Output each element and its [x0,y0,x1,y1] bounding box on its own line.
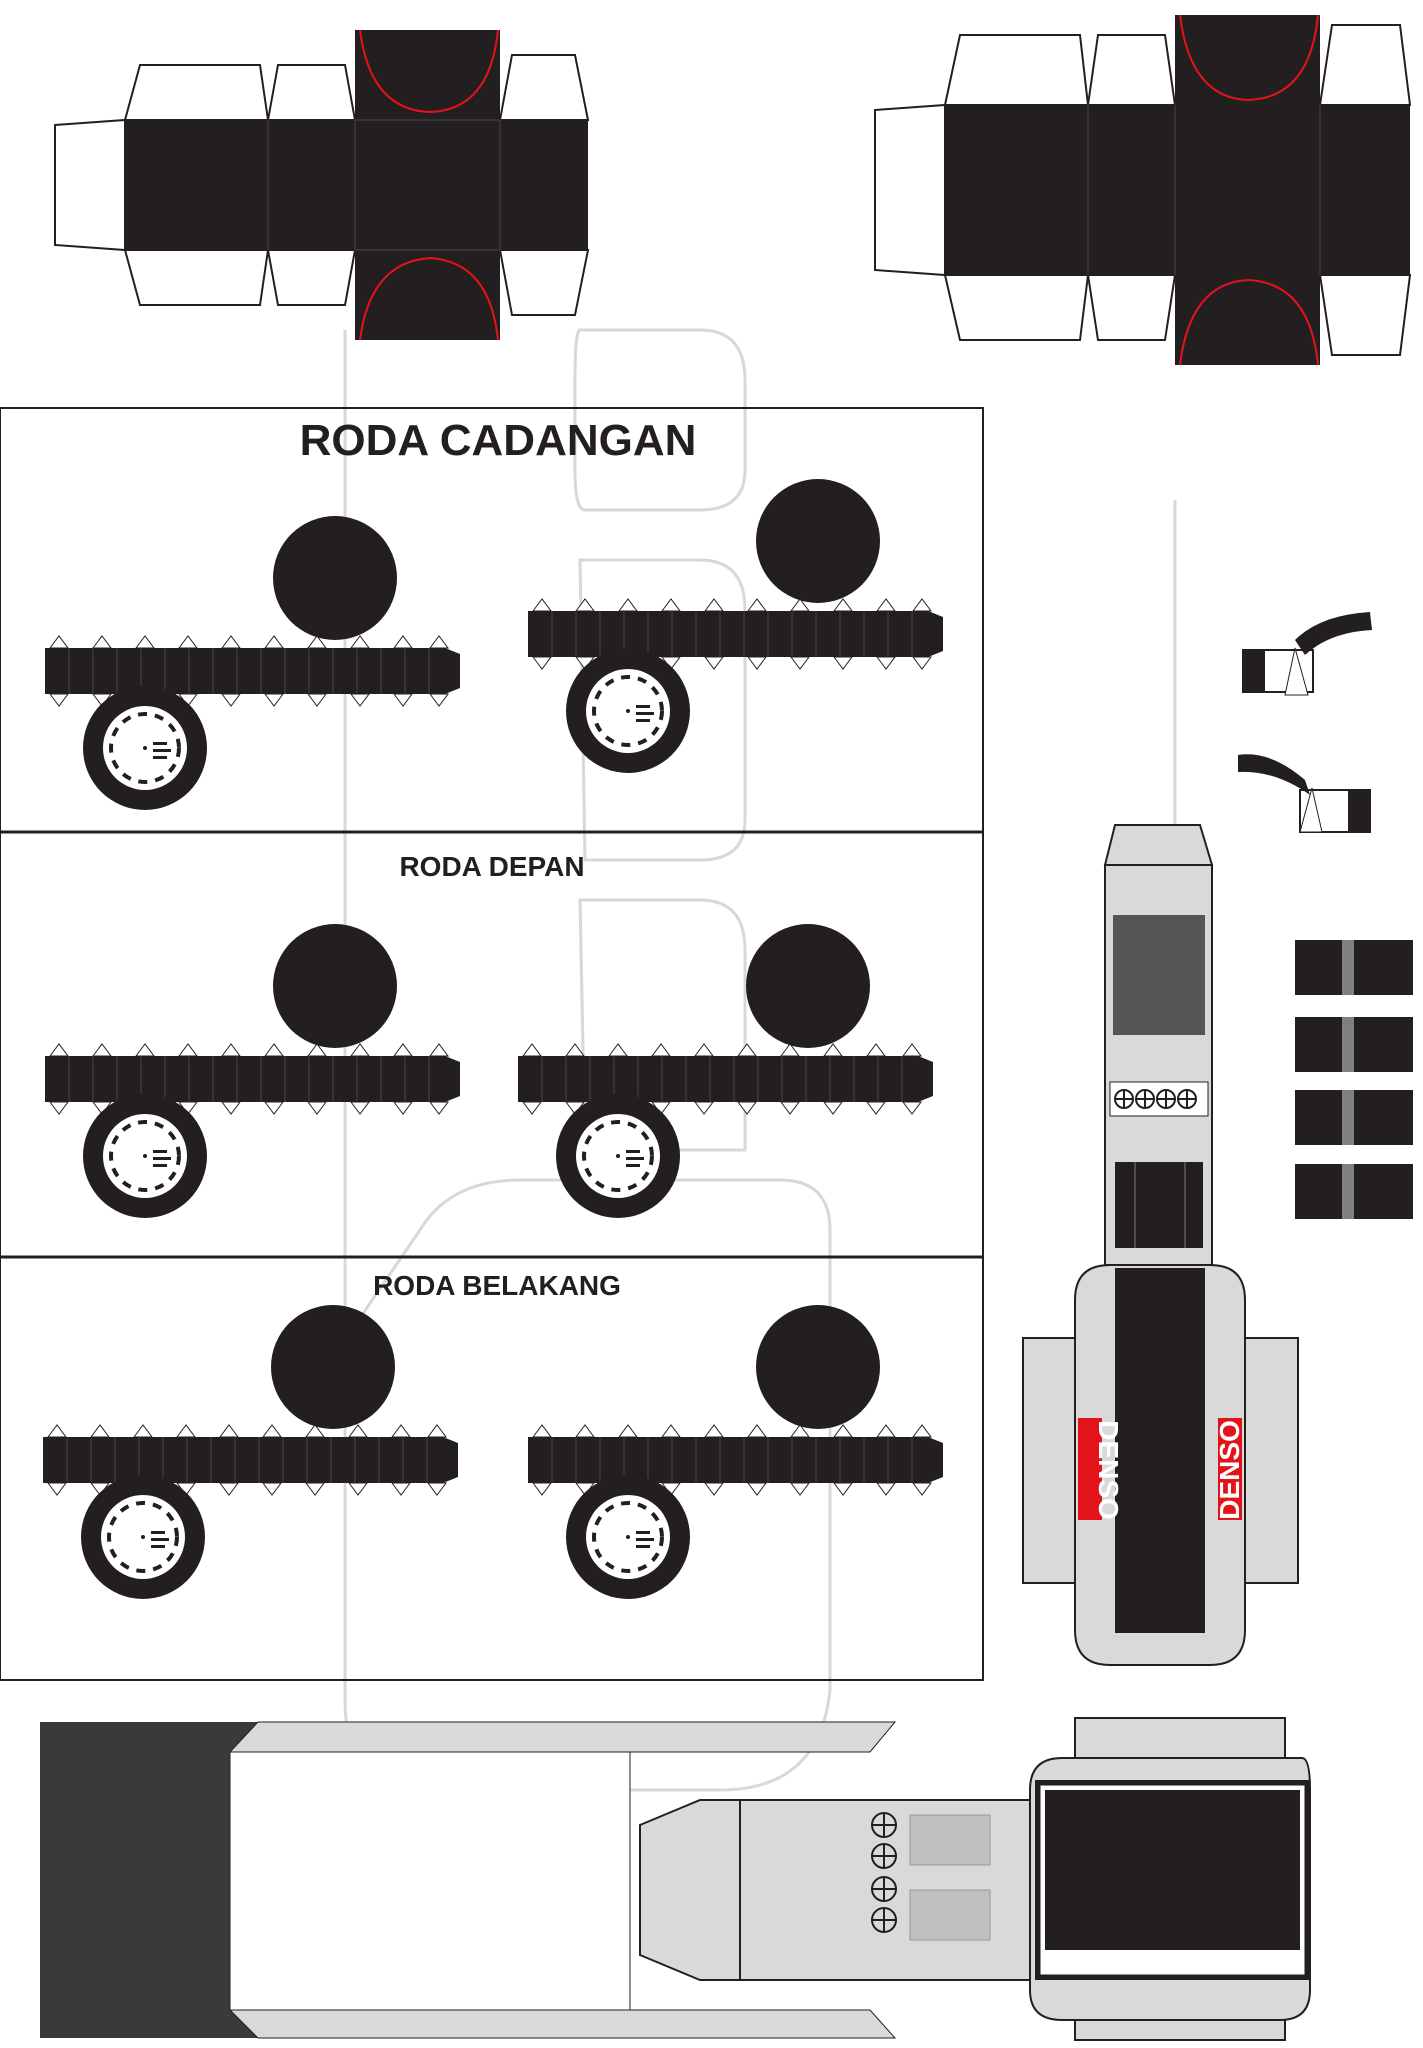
cab-net-left-flap-bottom-3 [498,249,590,316]
cab-net-left-flap-top-2 [266,64,357,121]
front-wheel-kit-1 [43,922,462,1220]
section-title-spare-wheel: RODA CADANGAN [300,416,697,465]
denso-label-left: DENSO [1093,1420,1124,1520]
cab-net-right-red-curve-bottom [1179,278,1319,366]
denso-label-right: DENSO [1214,1420,1245,1520]
chassis-screen [1113,915,1205,1035]
bumper-block-4 [1295,1164,1413,1219]
spare-wheel-kit-2 [526,477,945,775]
section-title-rear-wheel: RODA BELAKANG [373,1270,621,1301]
cab-net-left-flap-top-3 [498,54,590,121]
wheel-panel-border [0,407,984,1681]
cab-net-right-flap-top-2 [1086,34,1177,106]
mirror-part-2 [1238,754,1371,833]
cab-net-right [874,14,1412,366]
cab-net-right-flap-end [874,103,946,277]
cab-net-left-red-curve-top [359,29,499,114]
bumper-block-1 [1295,940,1413,995]
cab-net-right-flap-bottom-3 [1318,274,1412,356]
wheel-panel: RODA CADANGAN RODA DEPAN RODA BELAKANG [0,407,984,1681]
cab-net-right-roof-panel [1175,15,1320,365]
cab-net-left-flap-bottom-1 [123,249,270,306]
bumper-block-3 [1295,1090,1413,1145]
cab-net-right-flap-bottom-2 [1086,274,1177,341]
cab-net-right-flap-bottom-1 [943,274,1090,341]
spare-wheel-kit-1 [43,514,462,812]
cab-net-left-flap-end [54,118,126,252]
cab-net-left-red-curve-bottom [359,256,499,341]
bottom-left-part [40,1721,897,2039]
cab-net-right-flap-top-1 [943,34,1090,106]
cab-net-left [54,29,590,341]
bumper-blocks [1295,940,1413,1219]
cab-net-right-flap-top-3 [1318,24,1412,106]
cab-net-left-flap-top-1 [123,64,270,121]
cab-net-right-red-curve-top [1179,14,1319,102]
cab-net-left-roof-panel [355,30,500,340]
mirror-part-1 [1242,612,1372,696]
chassis-horizontal-part [639,1717,1311,2041]
rear-wheel-kit-2 [526,1303,945,1601]
cab-net-left-flap-bottom-2 [266,249,357,306]
rear-wheel-kit-1 [41,1303,460,1601]
section-title-front-wheel: RODA DEPAN [399,851,584,882]
bumper-block-2 [1295,1017,1413,1072]
chassis-vertical-part: DENSO DENSO [1022,824,1299,1666]
